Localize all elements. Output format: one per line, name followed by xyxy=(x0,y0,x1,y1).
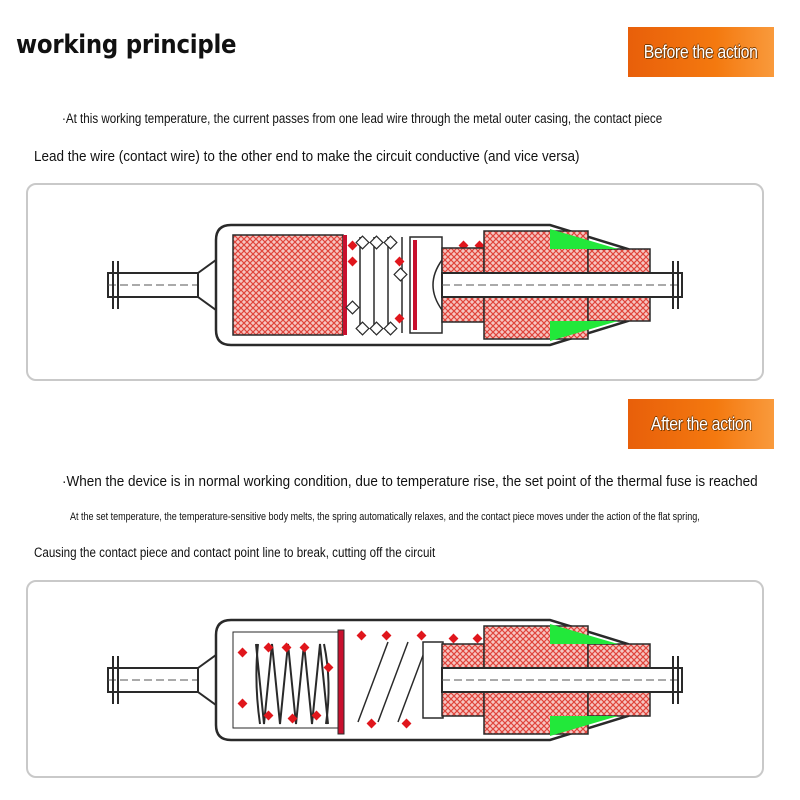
page-title: working principle xyxy=(16,30,237,60)
after-action-badge-label: After the action xyxy=(650,413,752,434)
right-lead-wire xyxy=(441,656,683,704)
contact-disc-moved xyxy=(337,629,345,735)
contact-piece xyxy=(422,641,444,719)
before-action-badge-label: Before the action xyxy=(644,41,758,62)
left-lead-wire xyxy=(107,261,199,309)
red-marker-dots xyxy=(356,630,483,729)
contact-piece-red-edge xyxy=(413,240,417,330)
relaxed-spring-coils xyxy=(255,643,330,725)
left-neck xyxy=(197,258,217,312)
after-description-line-3: Causing the contact piece and contact po… xyxy=(34,545,436,560)
spring-red-dots xyxy=(237,642,334,724)
flat-spring xyxy=(432,259,443,311)
before-action-badge: Before the action xyxy=(628,27,774,77)
thermal-fuse-before-diagram xyxy=(107,223,683,347)
green-seal-bottom xyxy=(550,716,618,736)
after-diagram-panel xyxy=(26,580,764,778)
contact-disc xyxy=(343,235,347,335)
thermal-fuse-after-diagram xyxy=(107,618,683,742)
spring-coil-markers xyxy=(345,235,408,336)
right-lead-wire xyxy=(441,261,683,309)
after-description-line-1: ·When the device is in normal working co… xyxy=(62,473,758,490)
before-diagram-panel xyxy=(26,183,764,381)
before-description-line-1: ·At this working temperature, the curren… xyxy=(62,111,663,126)
after-action-badge: After the action xyxy=(628,399,774,449)
green-seal-bottom xyxy=(550,321,618,341)
before-description-line-2: Lead the wire (contact wire) to the othe… xyxy=(34,148,580,165)
green-seal-top xyxy=(550,624,618,644)
green-seal-top xyxy=(550,229,618,249)
temperature-sensitive-body xyxy=(232,234,344,336)
left-lead-wire xyxy=(107,656,199,704)
left-neck xyxy=(197,653,217,707)
after-description-line-2: At the set temperature, the temperature-… xyxy=(70,511,700,523)
